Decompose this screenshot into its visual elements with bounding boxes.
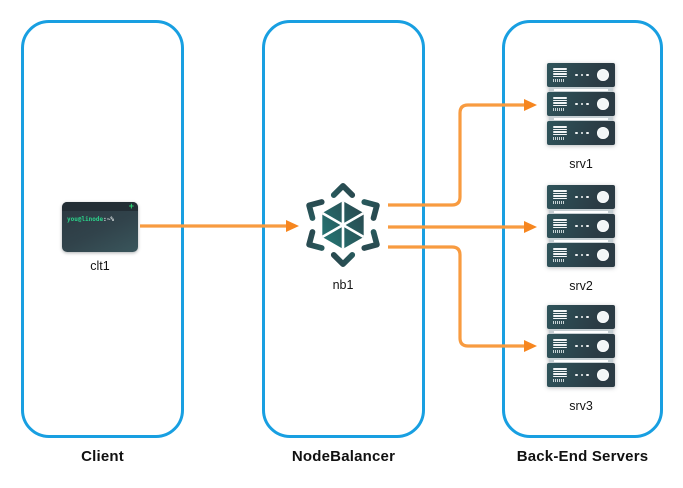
- server-unit: [547, 305, 615, 329]
- server-leds: [575, 344, 589, 348]
- server-leds: [575, 373, 589, 377]
- server-unit: [547, 334, 615, 358]
- client-zone-outline: [21, 20, 184, 438]
- server-vents: [553, 310, 567, 324]
- client-zone-label: Client: [81, 448, 124, 465]
- server-tray: [549, 209, 613, 214]
- server-power-circle: [597, 340, 609, 352]
- server-unit: [547, 63, 615, 87]
- server-node-label: srv1: [569, 157, 593, 171]
- terminal-prompt: you@linode:~%: [67, 216, 138, 223]
- server-vents: [553, 219, 567, 233]
- server-tray: [549, 329, 613, 334]
- server-power-circle: [597, 220, 609, 232]
- server-vents: [553, 97, 567, 111]
- server-vents: [553, 248, 567, 262]
- server-tray: [549, 87, 613, 92]
- server-node-label: srv3: [569, 399, 593, 413]
- server-leds: [575, 195, 589, 199]
- server-vents: [553, 126, 567, 140]
- terminal-icon: + you@linode:~%: [62, 202, 138, 252]
- server-leds: [575, 253, 589, 257]
- server-unit: [547, 121, 615, 145]
- server-unit: [547, 214, 615, 238]
- server-leds: [575, 131, 589, 135]
- server-power-circle: [597, 249, 609, 261]
- server-tray: [549, 238, 613, 243]
- terminal-titlebar: +: [62, 202, 138, 211]
- server-vents: [553, 190, 567, 204]
- server-vents: [553, 68, 567, 82]
- server-unit: [547, 363, 615, 387]
- server-power-circle: [597, 98, 609, 110]
- server-power-circle: [597, 69, 609, 81]
- server-leds: [575, 224, 589, 228]
- server-power-circle: [597, 369, 609, 381]
- backend-zone-outline: [502, 20, 663, 438]
- server-leds: [575, 102, 589, 106]
- server-rack-icon: [547, 185, 615, 267]
- client-node-label: clt1: [90, 259, 110, 273]
- server-power-circle: [597, 311, 609, 323]
- server-tray: [549, 358, 613, 363]
- terminal-prompt-userhost: you@linode: [67, 216, 104, 223]
- server-power-circle: [597, 191, 609, 203]
- server-tray: [549, 116, 613, 121]
- nodebalancer-zone-outline: [262, 20, 425, 438]
- server-unit: [547, 92, 615, 116]
- server-power-circle: [597, 127, 609, 139]
- balancer-node-label: nb1: [332, 278, 354, 292]
- server-node-label: srv2: [569, 279, 593, 293]
- server-rack-icon: [547, 63, 615, 145]
- server-leds: [575, 315, 589, 319]
- outward-arrow-chevrons: [306, 182, 380, 268]
- nodebalancer-zone-label: NodeBalancer: [291, 448, 396, 465]
- server-leds: [575, 73, 589, 77]
- backend-zone-label: Back-End Servers: [516, 448, 649, 465]
- terminal-prompt-suffix: :~%: [103, 216, 114, 223]
- server-vents: [553, 339, 567, 353]
- terminal-plus-button: +: [128, 202, 134, 211]
- server-unit: [547, 243, 615, 267]
- hexagon-divider-lines: [321, 201, 365, 249]
- server-vents: [553, 368, 567, 382]
- server-unit: [547, 185, 615, 209]
- nodebalancer-hexagon-icon: [306, 182, 380, 268]
- server-rack-icon: [547, 305, 615, 387]
